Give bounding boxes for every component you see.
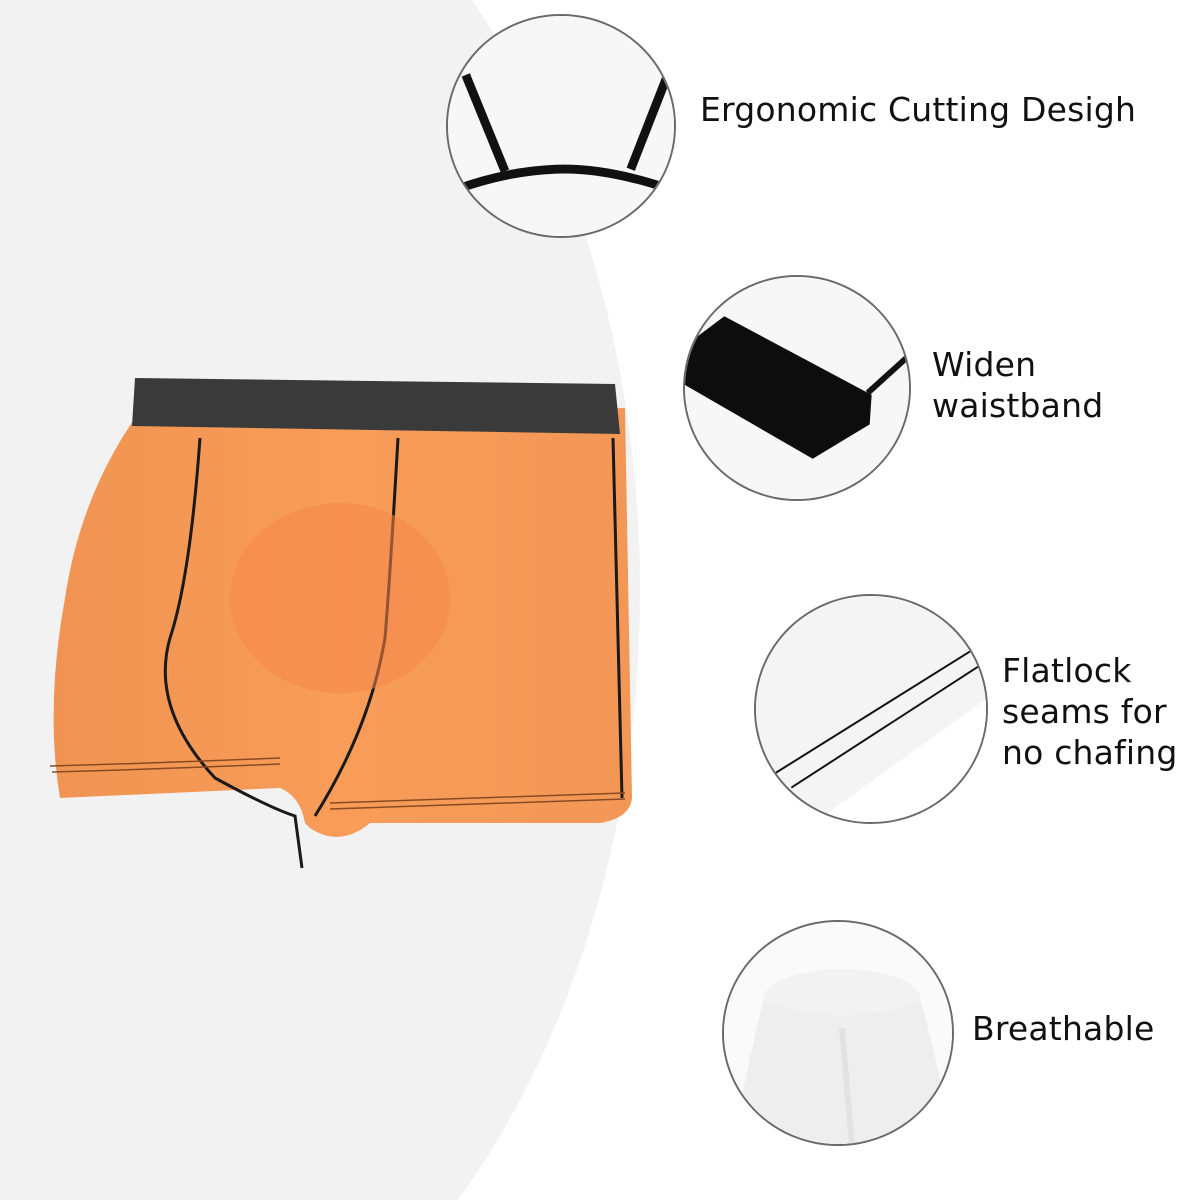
feature-label-ergonomic: Ergonomic Cutting Desigh: [700, 89, 1136, 130]
waistband-closeup-icon: [685, 277, 909, 499]
seam-cut-closeup-icon: [448, 16, 674, 236]
feature-text: Breathable: [972, 1009, 1155, 1048]
feature-text: Flatlock: [1002, 651, 1132, 690]
feature-label-flatlock: Flatlock seams for no chafing: [1002, 650, 1178, 773]
print-graphic-area: [230, 503, 450, 693]
feature-text: no chafing: [1002, 733, 1178, 772]
feature-image-ergonomic: [446, 14, 676, 238]
product-image: [40, 378, 640, 878]
feature-text: Widen: [932, 345, 1037, 384]
feature-image-waistband: [683, 275, 911, 501]
feature-image-breathable: [722, 920, 954, 1146]
feature-text: Ergonomic Cutting Desigh: [700, 90, 1137, 129]
boxer-brief-illustration: [49, 378, 633, 869]
feature-label-breathable: Breathable: [972, 1008, 1155, 1049]
feature-text: waistband: [932, 386, 1104, 425]
waistband: [132, 378, 620, 434]
flatlock-seam-closeup-icon: [756, 596, 986, 822]
feature-label-waistband: Widen waistband: [932, 344, 1103, 426]
feature-image-flatlock: [754, 594, 988, 824]
feature-text: seams for: [1002, 692, 1167, 731]
fabric-drape-closeup-icon: [724, 922, 952, 1144]
